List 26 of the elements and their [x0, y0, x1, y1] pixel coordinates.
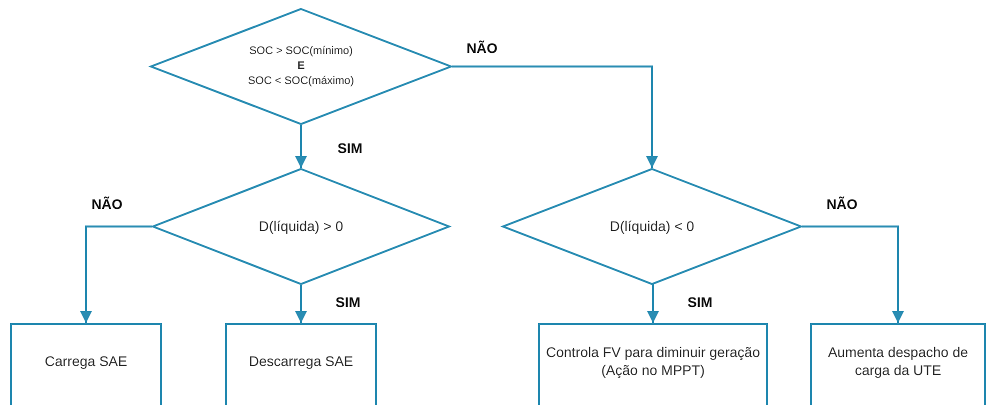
arrow: [802, 226, 904, 323]
process-box: [810, 323, 986, 405]
node-text: E: [297, 59, 305, 74]
arrow: [295, 125, 307, 168]
node-text: Carrega SAE: [44, 352, 128, 370]
node-text: Aumenta despacho de carga da UTE: [826, 342, 970, 380]
edge-label: NÃO: [824, 196, 860, 212]
edge-label: SIM: [336, 140, 364, 156]
process-box: [225, 323, 377, 405]
node-text: Controla FV para diminuir geração: [546, 342, 760, 361]
node-text: D(líquida) > 0: [258, 217, 344, 236]
edge-label: NÃO: [464, 40, 500, 56]
edge-label: SIM: [334, 294, 362, 310]
arrow: [295, 285, 307, 323]
edge-label: NÃO: [89, 196, 125, 212]
arrow: [452, 66, 658, 168]
node-text: SOC < SOC(máximo): [248, 74, 354, 89]
process-box: [10, 323, 162, 405]
edge-label: SIM: [686, 294, 714, 310]
arrow: [647, 284, 659, 323]
node-text: D(líquida) < 0: [610, 217, 694, 236]
process-box: [538, 323, 768, 405]
arrow: [80, 226, 152, 323]
node-text: Descarrega SAE: [248, 352, 354, 370]
node-text: (Ação no MPPT): [601, 361, 705, 380]
node-text: SOC > SOC(mínimo): [249, 44, 353, 60]
